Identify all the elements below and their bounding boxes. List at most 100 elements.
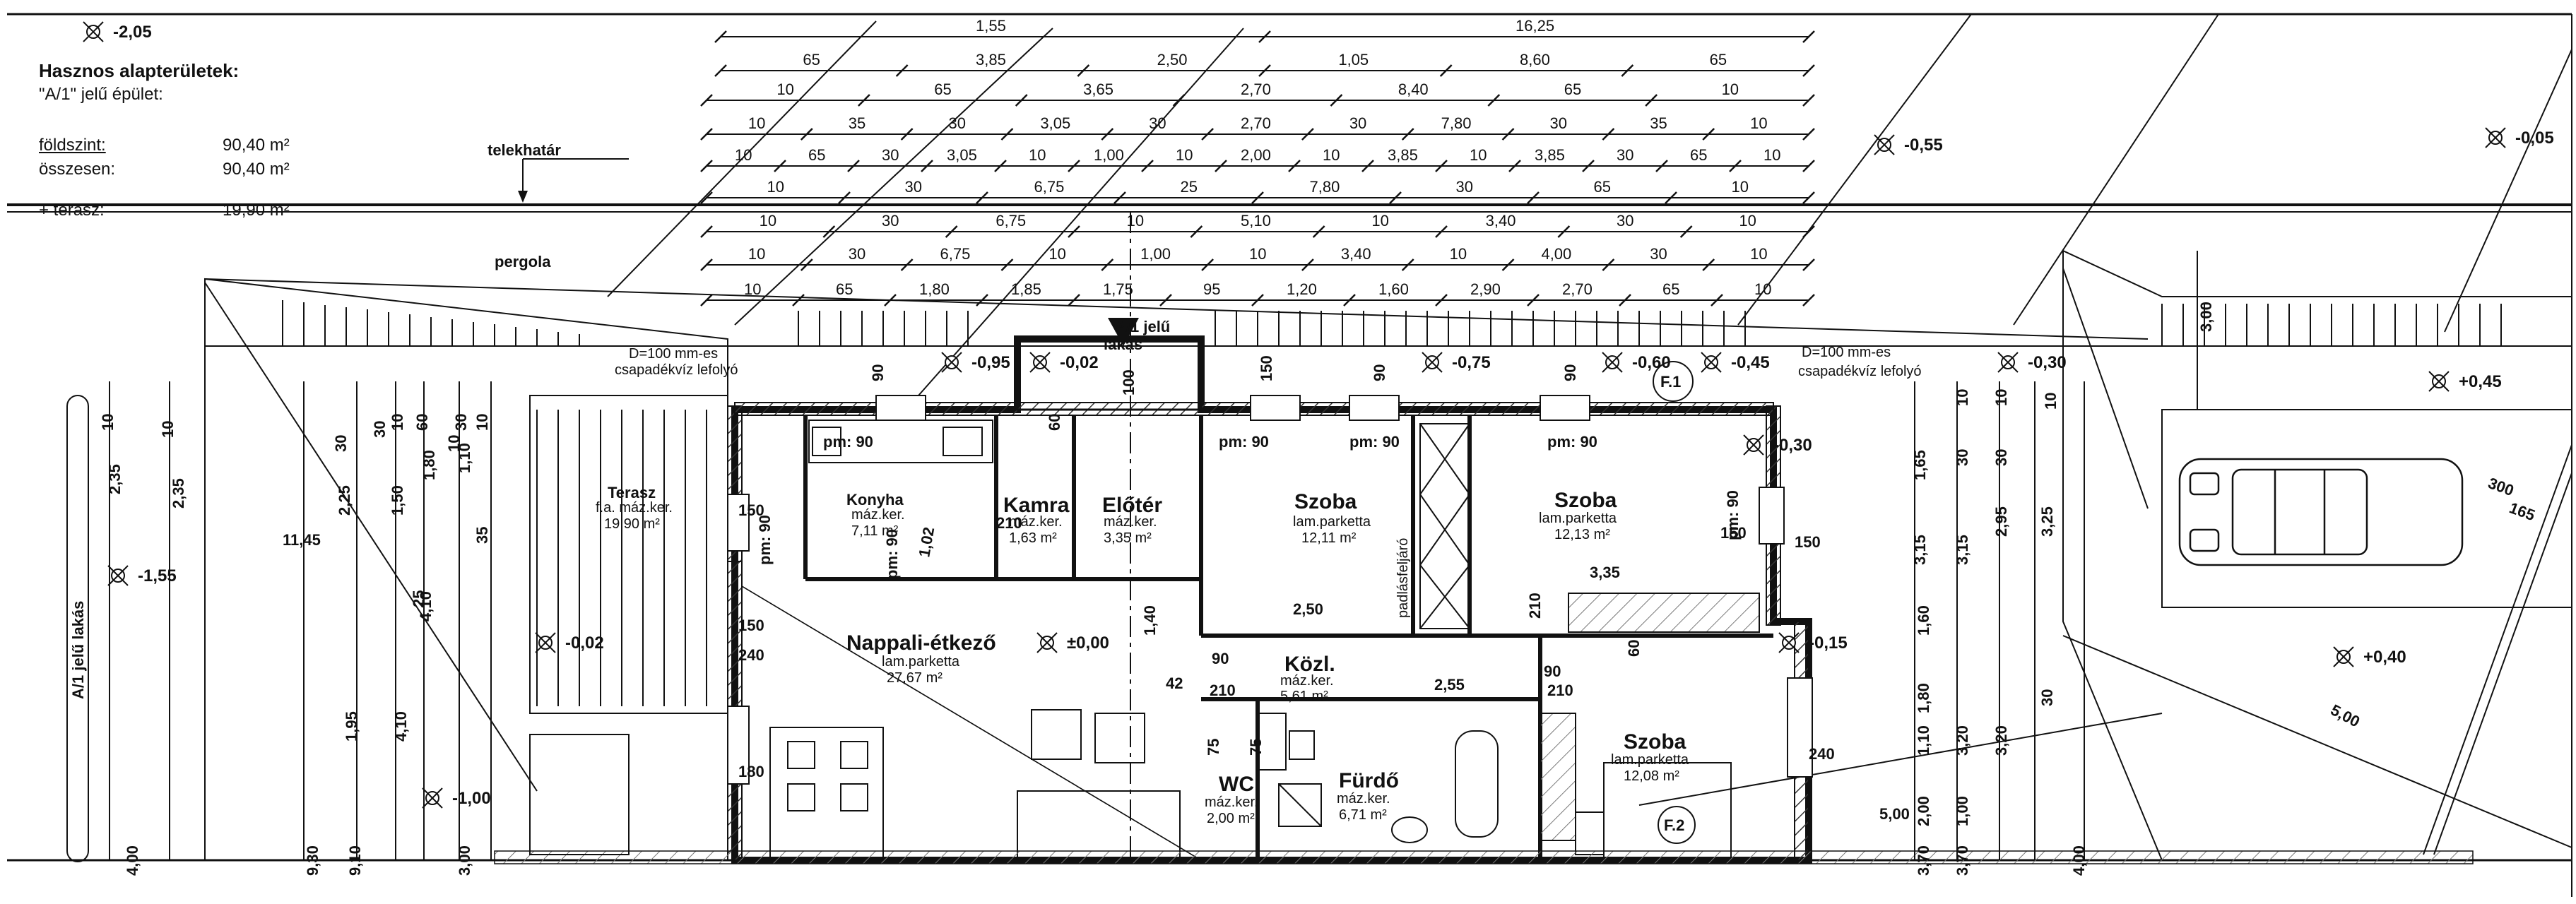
dimension-value: 30 — [882, 212, 899, 230]
dimension-value: 10 — [1470, 146, 1487, 164]
level-marker — [422, 787, 443, 809]
interior-dimension: 210 — [996, 514, 1022, 532]
dimension-tick — [700, 160, 713, 172]
interior-dimension: 90 — [1544, 662, 1561, 680]
interior-dimension: 240 — [738, 646, 764, 664]
dimension-value: 65 — [1594, 178, 1611, 196]
dimension-tick — [1251, 191, 1264, 204]
dimension-tick — [857, 94, 870, 107]
room-floor: lam.parketta — [1611, 752, 1689, 768]
dimension-value: 65 — [1564, 81, 1581, 98]
left-dimension: 11,45 — [283, 531, 321, 549]
interior-dimension: 90 — [1561, 364, 1579, 381]
windows — [727, 395, 1813, 785]
dimension-value: 30 — [1149, 114, 1166, 132]
dimension-value: 65 — [934, 81, 951, 98]
dimension-value: 10 — [1450, 245, 1467, 263]
living-diagonal-2 — [741, 585, 1202, 861]
legend-row-terasz: + terasz: 19,90 m² — [39, 201, 321, 220]
interior-dimension: 150 — [738, 501, 764, 519]
dimension-tick — [1602, 258, 1615, 271]
interior-dimension: pm: 90 — [1547, 433, 1597, 451]
dimension-value: 30 — [905, 178, 922, 196]
entry-porch — [1016, 338, 1203, 411]
dimension-value: 3,05 — [1040, 114, 1070, 132]
room-name: Fürdő — [1339, 769, 1399, 792]
room-name: Szoba — [1294, 490, 1357, 513]
label-downpipe-right-2: csapadékvíz lefolyó — [1798, 364, 1922, 379]
right-dimension: 10 — [1954, 389, 1971, 406]
right-dimension: 165 — [2507, 499, 2537, 524]
level-marker — [1602, 352, 1623, 373]
interior-dimension: 150 — [1258, 355, 1275, 381]
interior-dimension: 2,55 — [1434, 676, 1465, 694]
dimension-tick — [1802, 294, 1815, 307]
left-dimension: 10 — [473, 414, 491, 431]
left-dimension: 2,35 — [106, 464, 124, 494]
interior-dimension: 60 — [1625, 640, 1643, 657]
dimension-value: 1,55 — [976, 17, 1006, 35]
room-wc: WC máz.ker. 2,00 m² — [1205, 773, 1258, 826]
right-dimension: 5,00 — [1879, 805, 1910, 823]
interior-dimension: pm: 90 — [883, 529, 901, 579]
dimension-tick — [1435, 294, 1448, 307]
left-dimension: 60 — [413, 414, 431, 431]
dimension-tick — [714, 64, 727, 77]
dimension-tick — [1288, 160, 1301, 172]
dimension-value: 6,75 — [995, 212, 1026, 230]
interior-dimension: 90 — [1371, 364, 1388, 381]
room-kamra: Kamra máz.ker. 1,63 m² — [1003, 494, 1070, 546]
left-dimension: 3,00 — [456, 845, 473, 876]
legend-subtitle: "A/1" jelű épület: — [39, 85, 163, 104]
label-padlasfeljaro: padlásfeljáró — [1395, 538, 1411, 618]
room-area: 5,61 m² — [1280, 689, 1328, 704]
level-value: -0,02 — [565, 634, 604, 653]
left-dimension: 10 — [99, 414, 117, 431]
dimension-value: 3,40 — [1486, 212, 1516, 230]
dimension-tick — [700, 128, 713, 141]
kitchen-sink — [943, 427, 983, 456]
room-floor: máz.ker. — [1205, 795, 1258, 810]
interior-dimension: 210 — [1210, 682, 1236, 699]
dimension-tick — [1301, 128, 1314, 141]
dimension-tick — [1000, 258, 1014, 271]
dimension-value: 35 — [1650, 114, 1667, 132]
dimension-tick — [1665, 191, 1677, 204]
dimension-value: 10 — [1732, 178, 1749, 196]
dimension-value: 8,60 — [1520, 51, 1550, 69]
dimension-tick — [1679, 225, 1693, 238]
room-floor: máz.ker. — [1009, 514, 1063, 530]
f1-marker — [1653, 361, 1694, 402]
label-f2: F.2 — [1664, 816, 1684, 834]
level-markers — [83, 21, 2506, 809]
room-name: Közl. — [1284, 653, 1335, 676]
right-dimension: 3,00 — [2197, 302, 2215, 332]
dimension-tick — [1487, 94, 1501, 107]
interior-dimension: 75 — [1205, 739, 1222, 756]
label-downpipe-left-2: csapadékvíz lefolyó — [615, 362, 738, 378]
room-area: 7,11 m² — [851, 523, 899, 539]
dimension-tick — [1401, 128, 1414, 141]
dimension-value: 30 — [1617, 212, 1633, 230]
dimension-value: 1,05 — [1338, 51, 1369, 69]
wardrobe — [1568, 593, 1760, 633]
dimension-tick — [895, 64, 909, 77]
level-marker — [83, 21, 104, 42]
dimension-value: 2,70 — [1562, 280, 1593, 298]
dimension-tick — [1802, 30, 1815, 43]
room-szoba-1: Szoba lam.parketta 12,11 m² — [1293, 490, 1371, 546]
dimension-value: 1,60 — [1378, 280, 1409, 298]
dimension-value: 10 — [1029, 146, 1046, 164]
room-name: WC — [1219, 773, 1254, 796]
left-dimension: 9,30 — [304, 845, 321, 876]
dimension-value: 1,00 — [1140, 245, 1171, 263]
left-dimension: 30 — [332, 435, 350, 452]
dimension-value: 2,00 — [1241, 146, 1271, 164]
dimension-tick — [1439, 64, 1453, 77]
level-value: -1,00 — [452, 789, 491, 808]
diagonal-guides — [204, 13, 2572, 848]
dimension-value: 10 — [1750, 114, 1767, 132]
dimension-tick — [1501, 128, 1515, 141]
apartment-label-frame — [66, 395, 89, 862]
interior-dimension: 100 — [1120, 369, 1138, 396]
